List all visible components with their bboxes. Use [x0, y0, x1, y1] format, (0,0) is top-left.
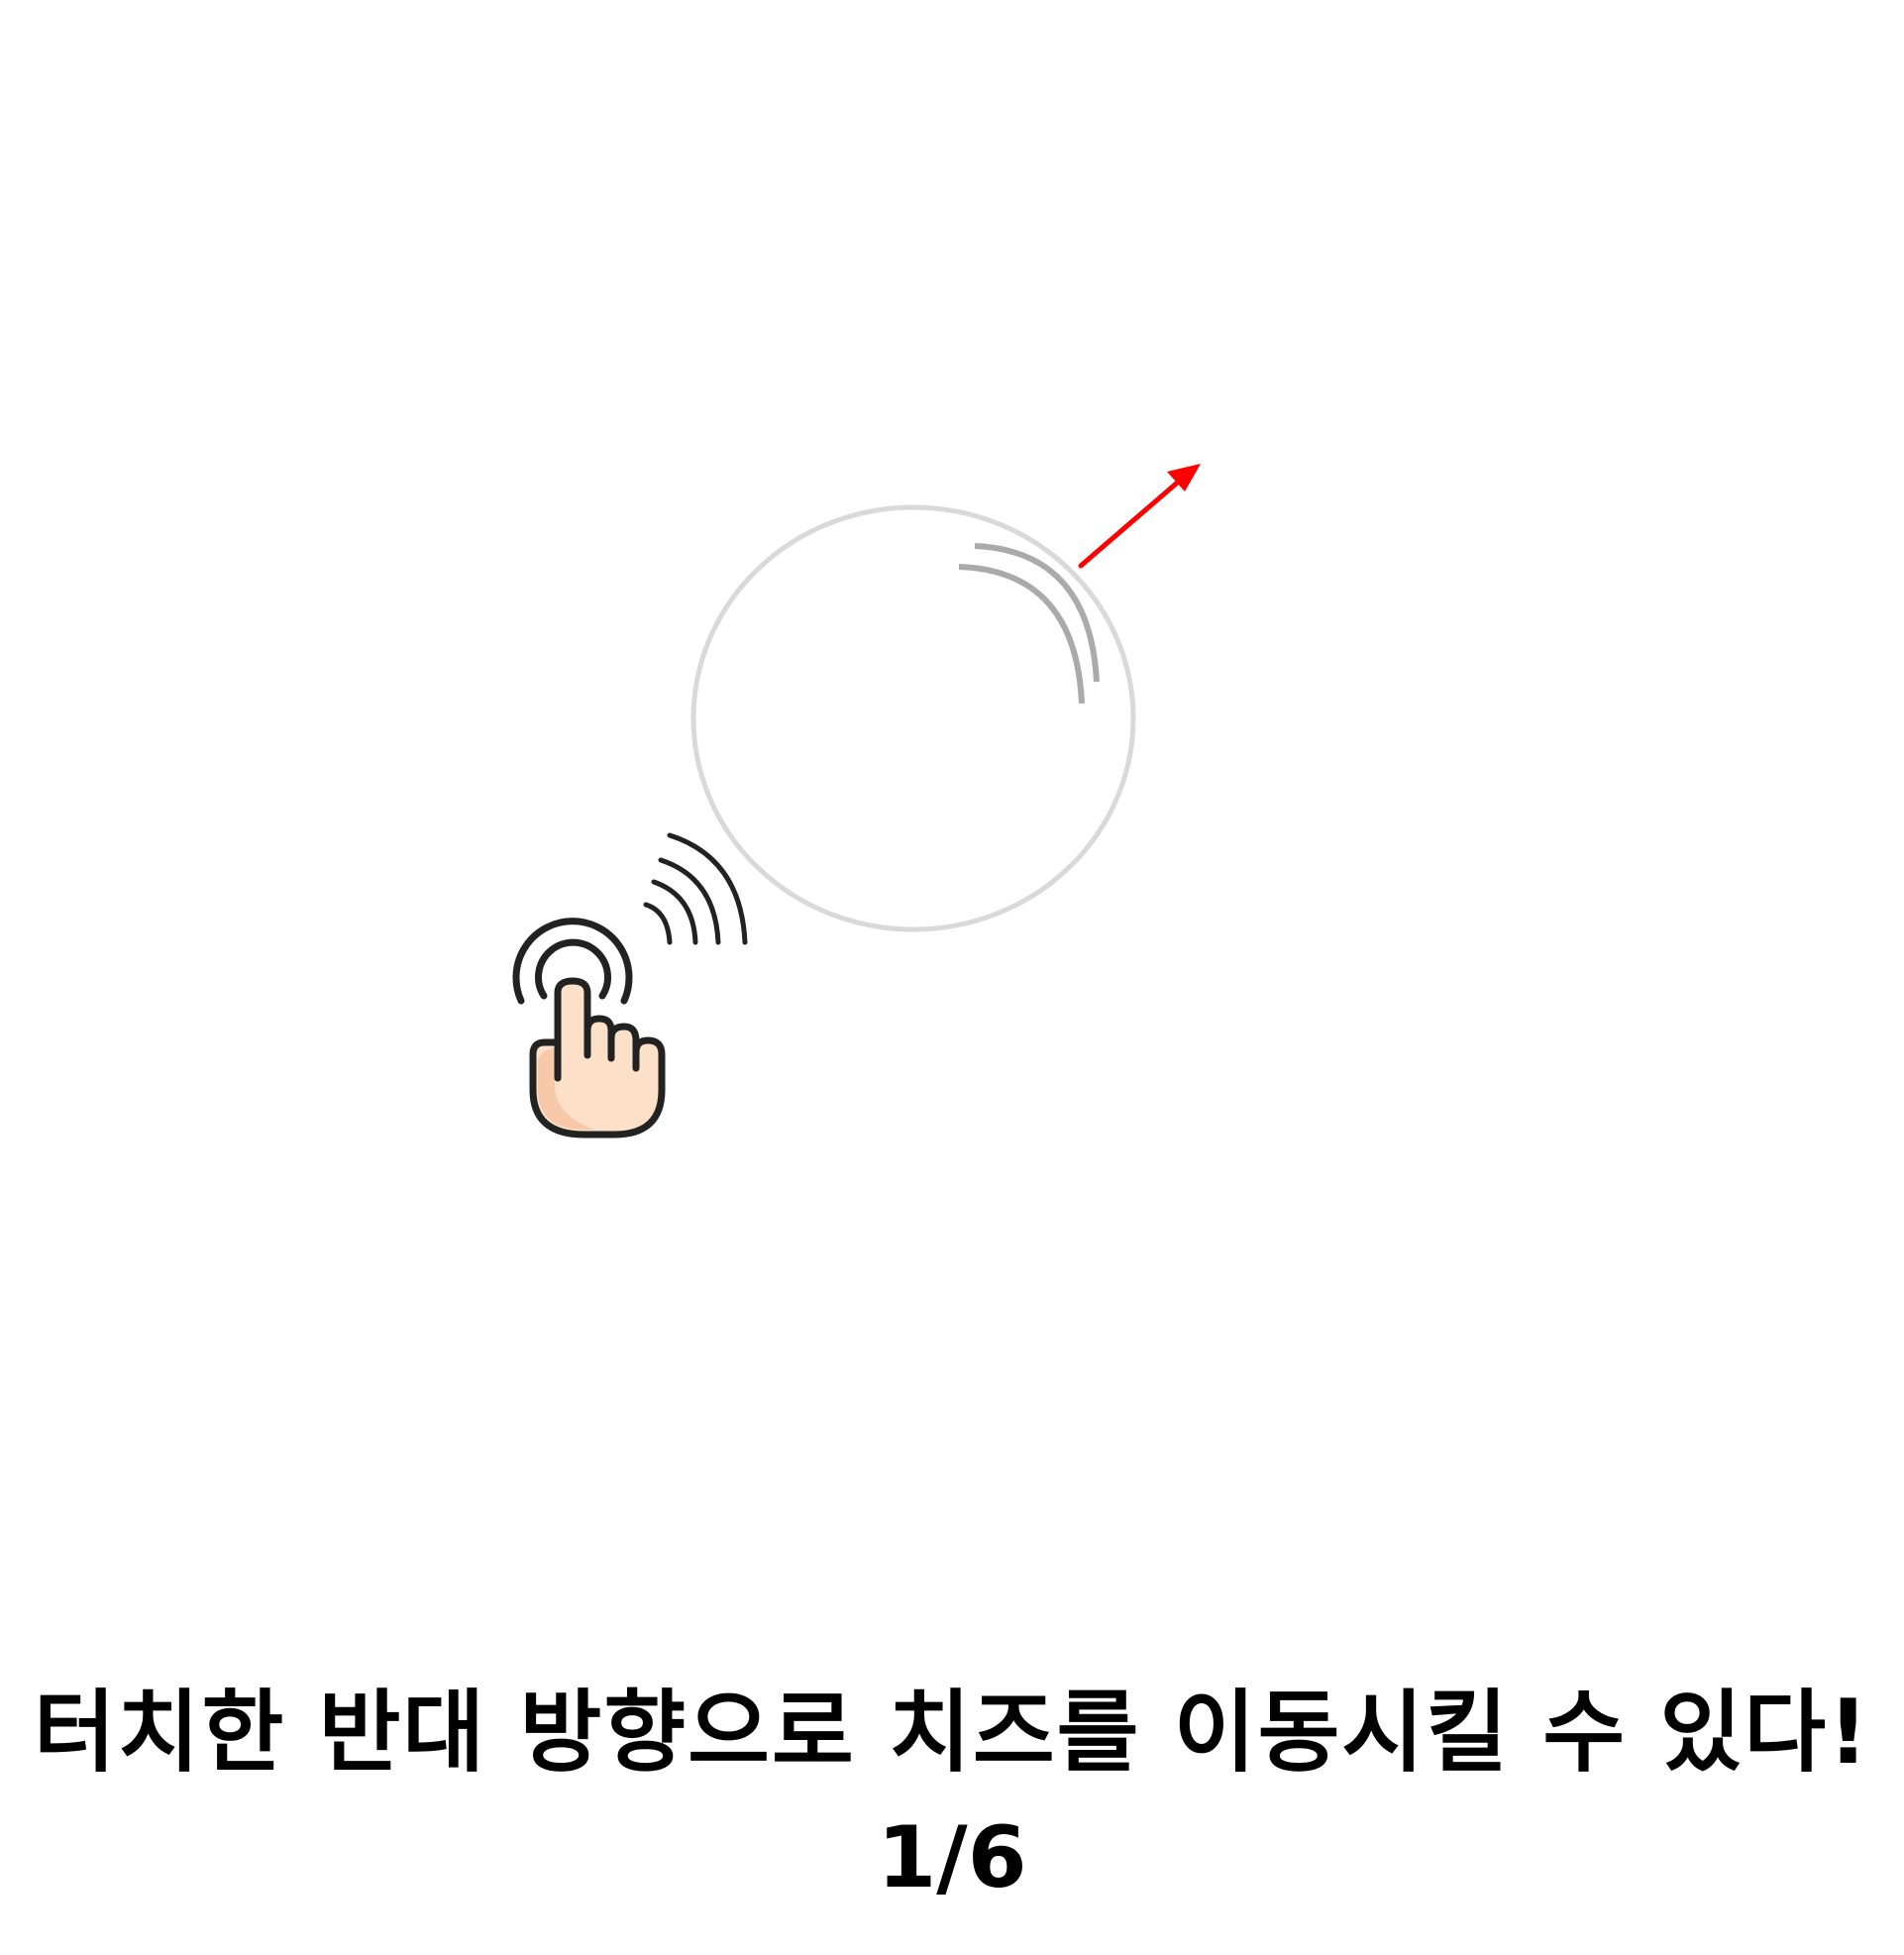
tutorial-caption: 터치한 반대 방향으로 치즈를 이동시킬 수 있다! — [33, 1681, 1871, 1785]
arrow-up-right-icon — [1078, 464, 1201, 569]
impact-lines-icon — [958, 543, 1100, 705]
circle-object — [690, 504, 1136, 932]
page-indicator: 1/6 — [877, 1808, 1027, 1907]
tap-waves-icon — [643, 832, 748, 945]
pointing-hand-tap-icon — [512, 918, 666, 1139]
